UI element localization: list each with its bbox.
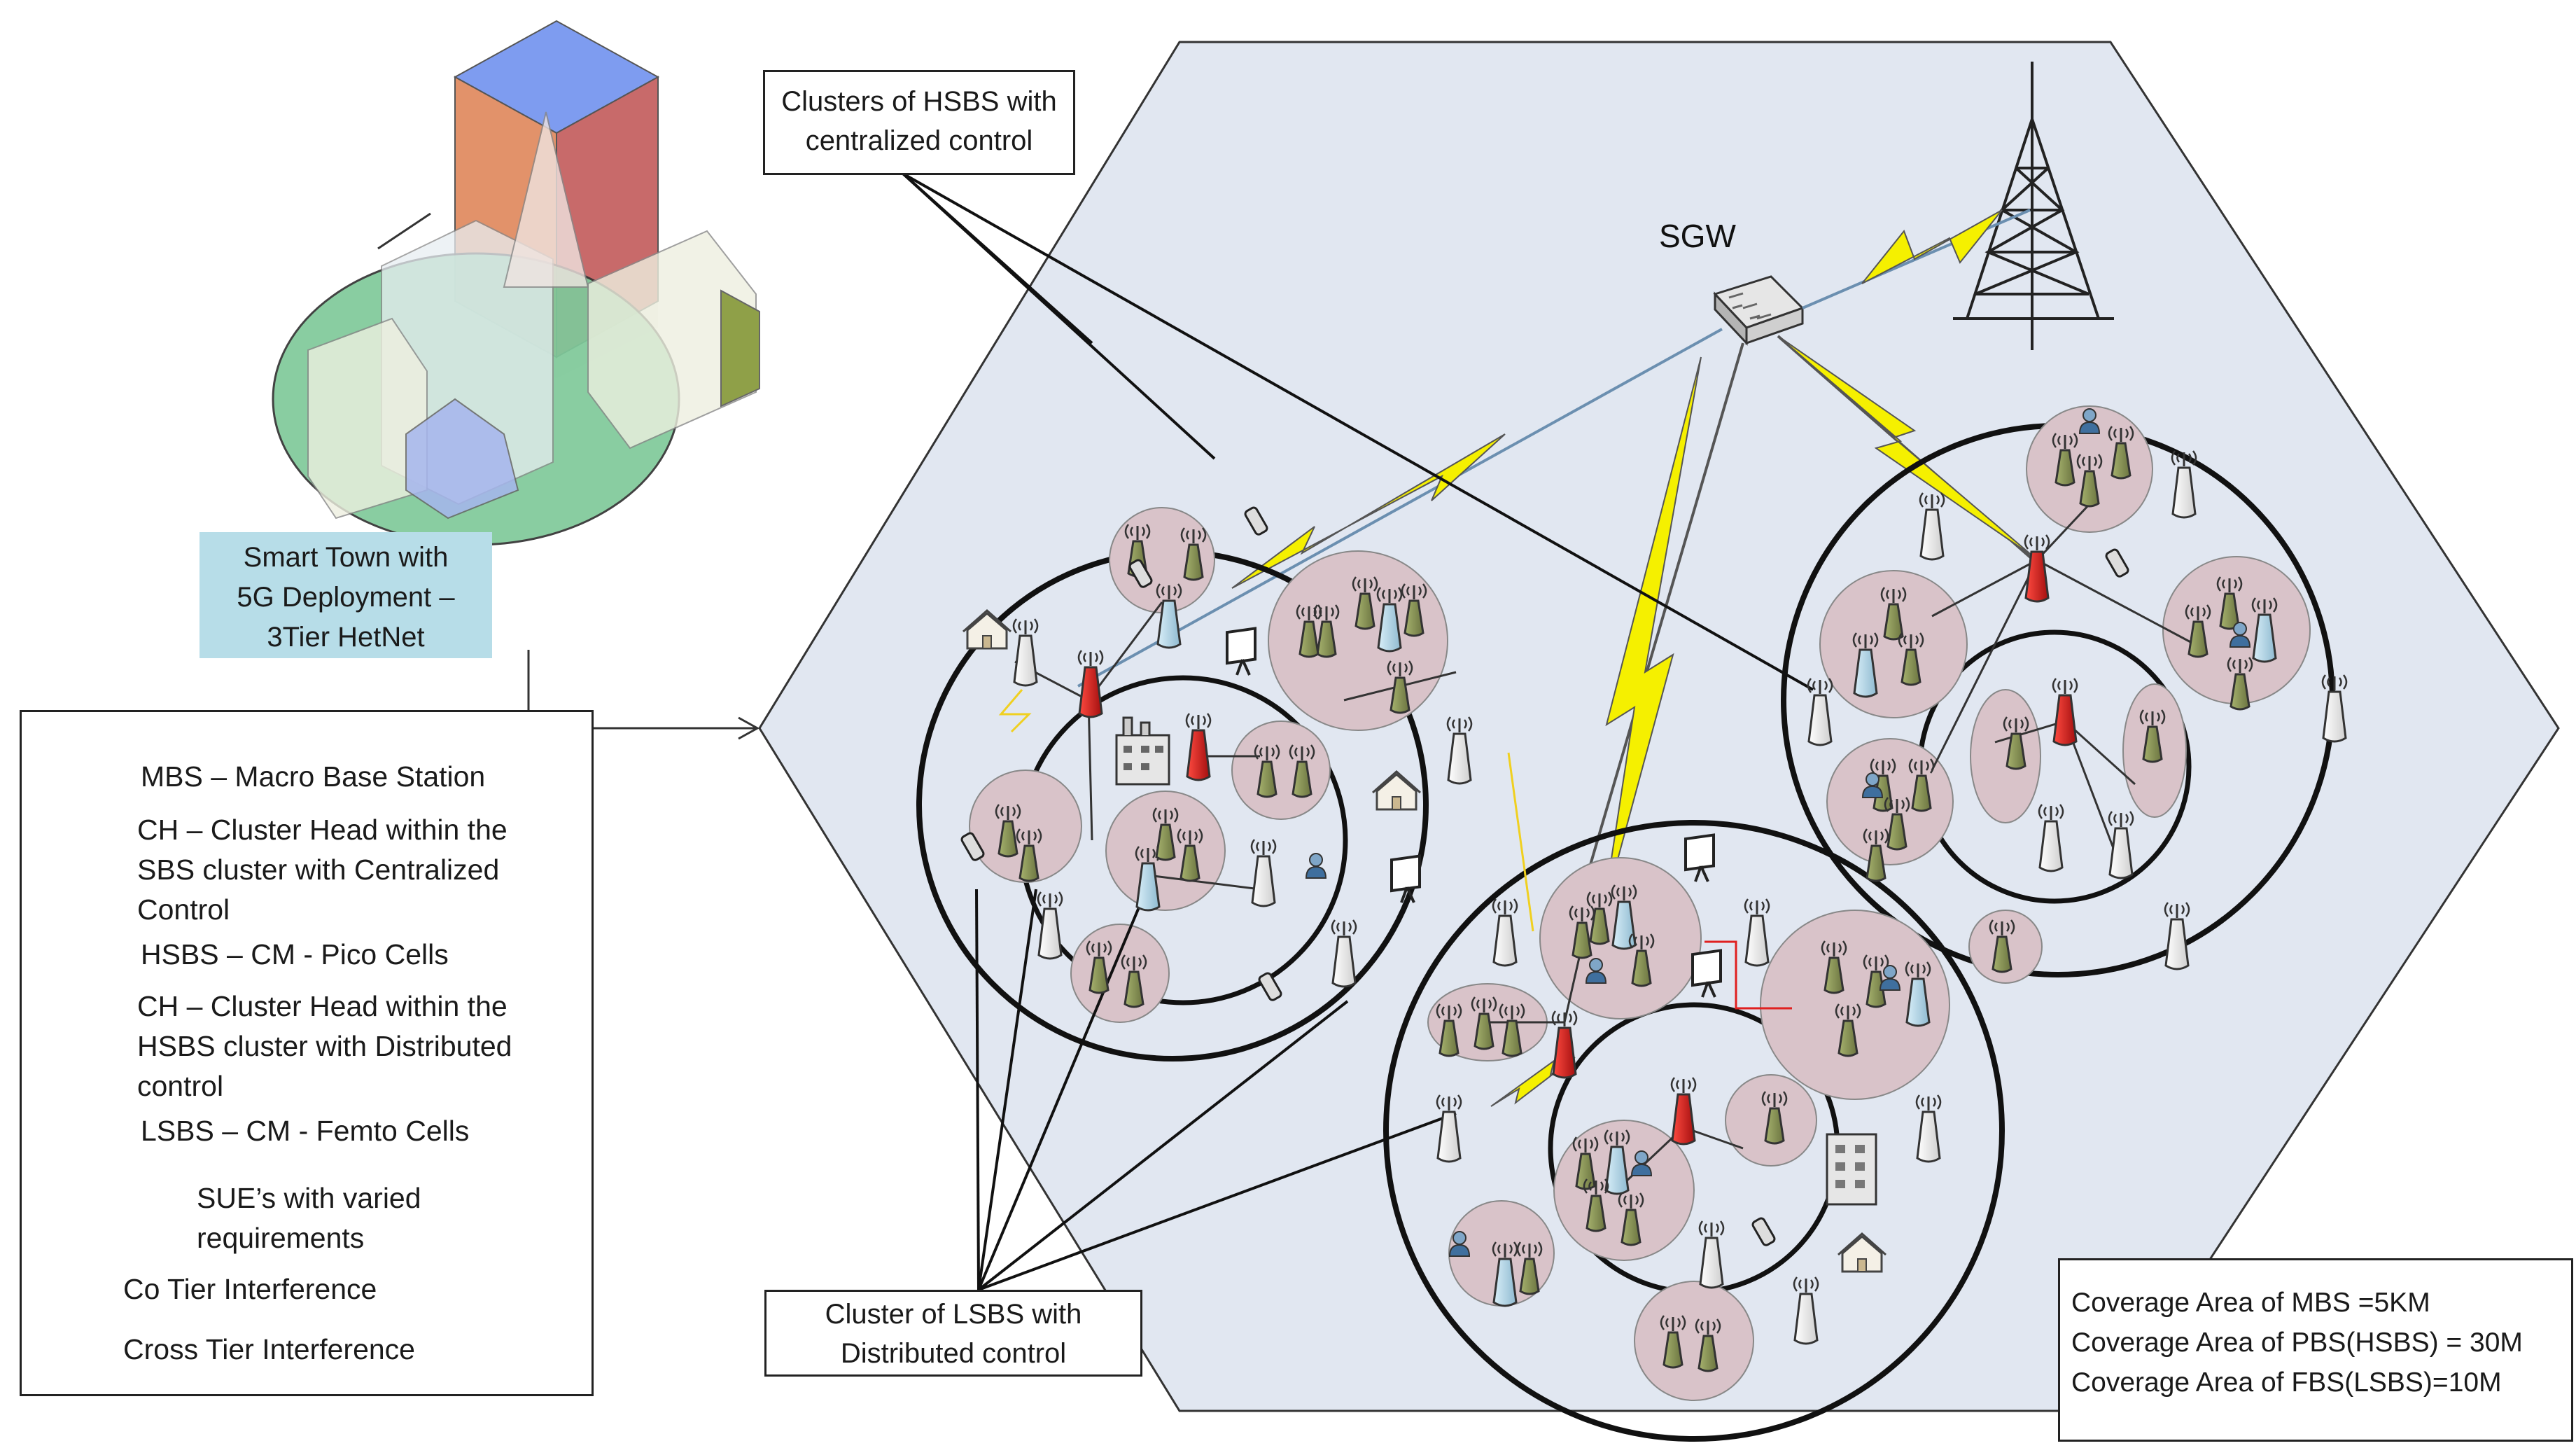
lightning-sgw-macro: [1861, 209, 2003, 284]
legend-ch-distributed-line-3: control: [137, 1070, 224, 1102]
office-building-icon: [1826, 1133, 1877, 1206]
smart-town-illustration: [272, 20, 760, 546]
legend-connector: [527, 650, 760, 740]
legend-ch-distributed-line-1: CH – Cluster Head within the: [137, 990, 507, 1022]
coverage-box: Coverage Area of MBS =5KM Coverage Area …: [2058, 1258, 2573, 1442]
coverage-mbs: Coverage Area of MBS =5KM: [2071, 1288, 2430, 1318]
lightning-sgw-cluster-left: [1231, 433, 1506, 589]
legend-sue-line-1: SUE’s with varied: [197, 1182, 421, 1214]
callout-hsbs-line-1: Clusters of HSBS with: [781, 86, 1057, 117]
interference-lines: [998, 689, 1792, 1010]
legend-hsbs-label: HSBS – CM - Pico Cells: [141, 938, 449, 970]
legend-ch-central-line-2: SBS cluster with Centralized: [137, 854, 500, 886]
legend-sue-label: SUE’s with varied requirements: [197, 1178, 421, 1258]
legend-mbs-label: MBS – Macro Base Station: [141, 760, 486, 793]
legend-box: MBS – Macro Base Station CH – Cluster He…: [20, 710, 594, 1396]
legend-sue-line-2: requirements: [197, 1222, 365, 1254]
user-equipment: [959, 408, 2250, 1273]
smart-town-line-2: 5G Deployment –: [237, 582, 455, 613]
callout-lsbs-line-2: Distributed control: [840, 1338, 1067, 1369]
wireless-backhaul-links: [1077, 209, 2035, 1107]
macro-base-station-tower: [1953, 62, 2114, 350]
smart-town-label: Smart Town with 5G Deployment – 3Tier He…: [200, 532, 492, 658]
coverage-fbs: Coverage Area of FBS(LSBS)=10M: [2071, 1367, 2502, 1398]
smart-town-line-1: Smart Town with: [243, 542, 449, 573]
factory-icon: [1115, 716, 1170, 786]
callout-hsbs-line-2: centralized control: [805, 125, 1033, 156]
callout-lsbs-clusters: Cluster of LSBS with Distributed control: [764, 1290, 1142, 1377]
callout-hsbs-clusters: Clusters of HSBS with centralized contro…: [763, 70, 1075, 175]
legend-ch-distributed-line-2: HSBS cluster with Distributed: [137, 1030, 512, 1062]
callout-connectors: [902, 172, 1814, 1291]
legend-ch-central-label: CH – Cluster Head within the SBS cluster…: [137, 810, 507, 930]
legend-cross-tier-label: Cross Tier Interference: [123, 1333, 415, 1365]
sgw-label: SGW: [1659, 218, 1736, 254]
legend-lsbs-label: LSBS – CM - Femto Cells: [141, 1115, 470, 1147]
sgw-gateway-device: [1713, 275, 1805, 346]
legend-co-tier-label: Co Tier Interference: [123, 1273, 377, 1305]
legend-ch-central-line-1: CH – Cluster Head within the: [137, 814, 507, 846]
smart-town-line-3: 3Tier HetNet: [267, 622, 425, 653]
callout-lsbs-line-1: Cluster of LSBS with: [825, 1299, 1082, 1330]
legend-ch-central-line-3: Control: [137, 893, 230, 926]
coverage-pbs: Coverage Area of PBS(HSBS) = 30M: [2071, 1328, 2523, 1358]
legend-ch-distributed-label: CH – Cluster Head within the HSBS cluste…: [137, 987, 512, 1106]
